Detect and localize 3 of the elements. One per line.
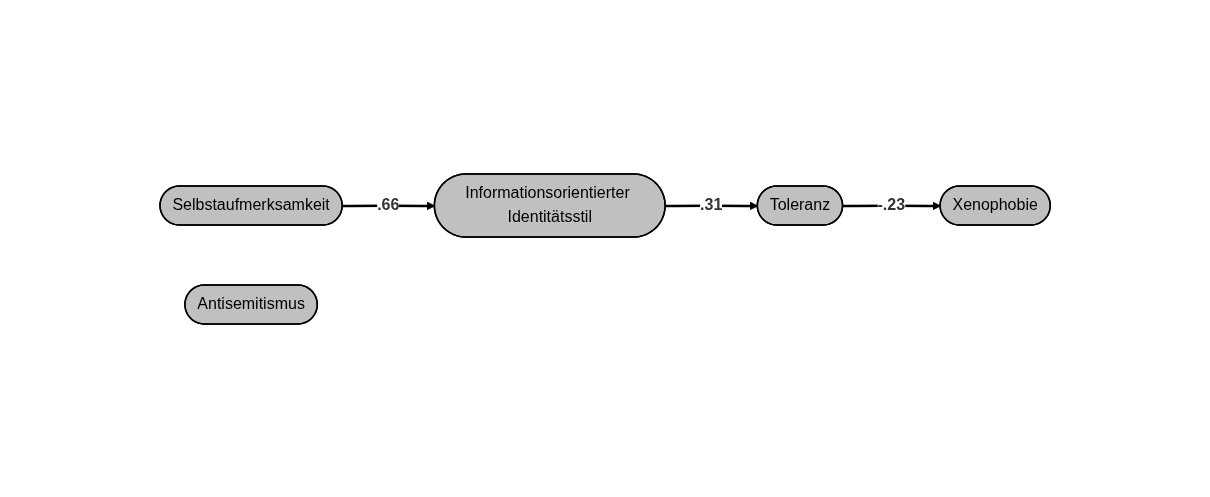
edge-label: .31 xyxy=(699,196,723,213)
edge-label: -.23 xyxy=(877,196,905,213)
edge-label: .66 xyxy=(377,196,400,213)
